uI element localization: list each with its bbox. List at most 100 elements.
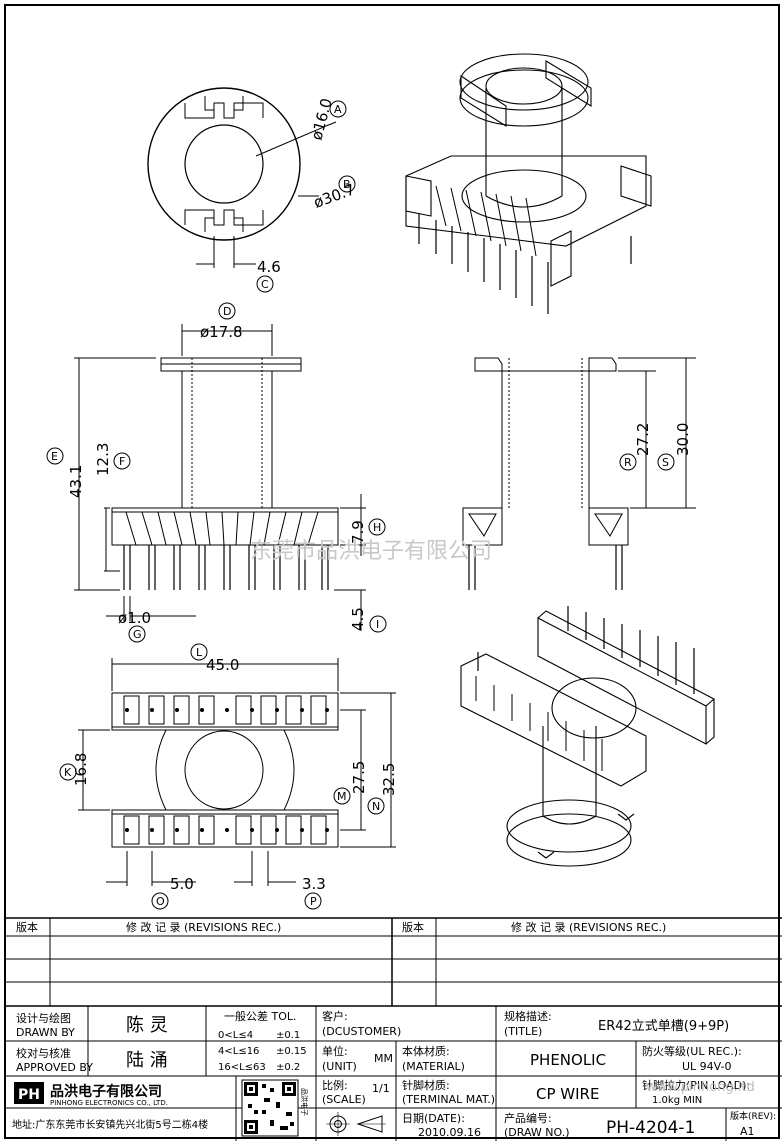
title-label-cn: 规格描述: (504, 1009, 552, 1023)
terminal-label-en: (TERMINAL MAT.) (402, 1093, 495, 1106)
draw-no-value: PH-4204-1 (606, 1118, 695, 1138)
circle-m: M (333, 787, 351, 805)
svg-text:D: D (223, 305, 231, 318)
circle-o: O (151, 892, 169, 910)
svg-text:S: S (662, 456, 669, 469)
svg-text:H: H (373, 521, 381, 534)
qr-caption: 品洪电子 (300, 1088, 309, 1116)
ul-label: 防火等级(UL REC.): (642, 1044, 742, 1058)
svg-text:C: C (261, 278, 269, 291)
rev-label: 版本(REV): (730, 1110, 776, 1122)
circle-p: P (304, 892, 322, 910)
dim-g-value: ø1.0 (118, 609, 151, 627)
circle-i: I (369, 615, 387, 633)
dimension-labels: ø16.0 ø30.7 4.6 ø17.8 43.1 12.3 ø1.0 7.9… (67, 96, 692, 893)
dim-m-value: 27.5 (350, 761, 368, 794)
scale-value: 1/1 (372, 1082, 390, 1095)
material-value: PHENOLIC (530, 1051, 606, 1069)
svg-text:PH: PH (18, 1087, 40, 1103)
tol-value-1: ±0.1 (276, 1030, 300, 1041)
dim-o-value: 5.0 (170, 875, 194, 893)
company-name-cn: 品洪电子有限公司 (50, 1083, 162, 1100)
material-label-cn: 本体材质: (402, 1044, 450, 1058)
svg-text:L: L (196, 646, 203, 659)
side-view (462, 357, 696, 590)
pin-load-label: 针脚拉力(PIN LOAD): (642, 1078, 750, 1092)
customer-label-cn: 客户: (322, 1009, 348, 1023)
svg-text:F: F (119, 455, 125, 468)
date-value: 2010.09.16 (418, 1126, 481, 1139)
rev-col-rec-right: 修 改 记 录 (REVISIONS REC.) (511, 920, 666, 934)
circle-g: G (128, 625, 146, 643)
dim-e-value: 43.1 (67, 465, 85, 498)
projection-symbol (326, 1112, 386, 1136)
rev-value: A1 (740, 1125, 755, 1138)
pin-load-value: 1.0kg MIN (652, 1095, 702, 1106)
unit-value: MM (374, 1052, 393, 1065)
technical-drawing: ø16.0 ø30.7 4.6 ø17.8 43.1 12.3 ø1.0 7.9… (6, 53, 782, 1141)
dim-r-value: 27.2 (634, 423, 652, 456)
dim-l-value: 45.0 (206, 656, 239, 674)
svg-text:N: N (372, 800, 380, 813)
svg-text:G: G (133, 628, 142, 641)
svg-text:R: R (624, 456, 632, 469)
drawing-sheet: ø16.0 ø30.7 4.6 ø17.8 43.1 12.3 ø1.0 7.9… (4, 4, 782, 1141)
drawn-by-value: 陈 灵 (126, 1015, 168, 1036)
company-logo: PH (14, 1082, 44, 1104)
circle-k: K (59, 763, 77, 781)
unit-label-en: (UNIT) (322, 1060, 357, 1073)
dim-i-value: 4.5 (349, 607, 367, 631)
circle-f: F (113, 452, 131, 470)
company-name-en: PINHONG ELECTRONICS CO., LTD. (50, 1099, 168, 1107)
watermark-text: 东莞市品洪电子有限公司 (250, 539, 492, 564)
approved-by-label-cn: 校对与核准 (16, 1046, 71, 1060)
svg-text:E: E (51, 450, 58, 463)
dim-n-value: 32.5 (380, 763, 398, 796)
date-label: 日期(DATE): (402, 1112, 465, 1125)
rev-col-no-right: 版本 (402, 920, 424, 934)
dim-f-value: 12.3 (94, 443, 112, 476)
approved-by-label-en: APPROVED BY (16, 1061, 93, 1074)
title-value: ER42立式单槽(9+9P) (598, 1019, 729, 1034)
circle-d: D (218, 302, 236, 320)
circle-s: S (657, 453, 675, 471)
isometric-view-bottom (460, 606, 715, 867)
rev-col-no-left: 版本 (16, 920, 38, 934)
draw-no-label-cn: 产品编号: (504, 1111, 552, 1125)
circle-b: B (338, 175, 356, 193)
circle-r: R (619, 453, 637, 471)
circle-n: N (367, 797, 385, 815)
scale-label-cn: 比例: (322, 1078, 348, 1092)
draw-no-label-en: (DRAW NO.) (504, 1126, 569, 1139)
dim-p-value: 3.3 (302, 875, 326, 893)
approved-by-value: 陆 涌 (126, 1050, 168, 1071)
website-watermark: www.pinhong.ltd (646, 1080, 755, 1095)
dim-c-value: 4.6 (257, 258, 281, 276)
svg-text:B: B (343, 178, 351, 191)
dim-s-value: 30.0 (674, 423, 692, 456)
tol-value-2: ±0.15 (276, 1046, 307, 1057)
terminal-label-cn: 针脚材质: (402, 1078, 450, 1092)
isometric-view-top (405, 53, 652, 314)
circle-a: A (329, 100, 347, 118)
top-view (147, 87, 337, 268)
tol-range-1: 0<L≤4 (218, 1030, 253, 1041)
company-address: 地址:广东东莞市长安镇先兴北街5号二栋4楼 (12, 1118, 208, 1131)
circle-c: C (256, 275, 274, 293)
tol-range-3: 16<L≤63 (218, 1062, 266, 1073)
circle-l: L (190, 643, 208, 661)
svg-text:M: M (337, 790, 347, 803)
qr-code (241, 1079, 299, 1137)
circle-e: E (46, 447, 64, 465)
circle-h: H (368, 518, 386, 536)
rev-col-rec-left: 修 改 记 录 (REVISIONS REC.) (126, 920, 281, 934)
svg-text:K: K (64, 766, 72, 779)
bottom-view (78, 658, 396, 886)
dim-a-value: ø16.0 (307, 96, 335, 142)
svg-text:O: O (156, 895, 165, 908)
ul-value: UL 94V-0 (682, 1060, 732, 1073)
dim-h-value: 7.9 (349, 520, 367, 544)
dim-k-value: 16.8 (72, 753, 90, 786)
material-label-en: (MATERIAL) (402, 1060, 465, 1073)
front-view (74, 324, 366, 631)
